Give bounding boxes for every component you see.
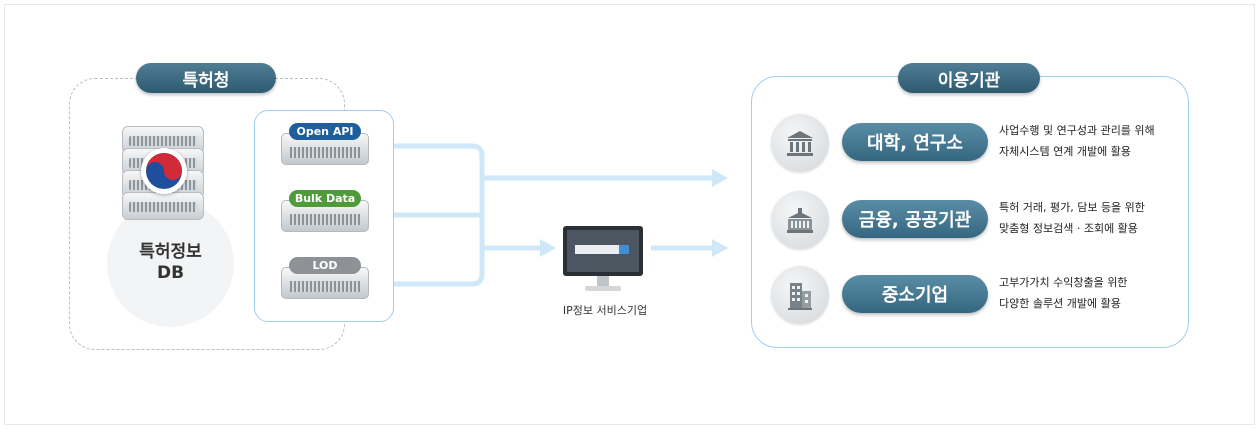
user-name-finance: 금융, 공공기관 bbox=[842, 200, 988, 238]
user-row-finance: 금융, 공공기관 특허 거래, 평가, 담보 등을 위한 맞춤형 정보검색 · … bbox=[771, 191, 1171, 253]
api-tag-open-api: Open API bbox=[289, 123, 361, 140]
desc-line: 사업수행 및 연구성과 관리를 위해 bbox=[999, 124, 1155, 137]
user-name-university: 대학, 연구소 bbox=[842, 123, 988, 161]
public-building-icon bbox=[771, 191, 829, 249]
arrowhead-top bbox=[712, 169, 728, 187]
user-row-university: 대학, 연구소 사업수행 및 연구성과 관리를 위해 자체시스템 연계 개발에 … bbox=[771, 114, 1171, 176]
desc-line: 고부가가치 수익창출을 위한 bbox=[999, 276, 1128, 289]
monitor-icon bbox=[561, 224, 645, 296]
api-tag-lod: LOD bbox=[289, 257, 361, 274]
service-company-label: IP정보 서비스기업 bbox=[562, 304, 648, 317]
office-building-icon bbox=[771, 266, 829, 324]
desc-line: 맞춤형 정보검색 · 조회에 활용 bbox=[999, 222, 1138, 235]
diagram-frame bbox=[4, 4, 1255, 425]
kipo-title: 특허청 bbox=[136, 63, 276, 93]
arrowhead-service bbox=[540, 239, 556, 257]
arrowhead-bottom bbox=[712, 239, 728, 257]
desc-line: 다양한 솔루션 개발에 활용 bbox=[999, 297, 1121, 310]
user-desc-finance: 특허 거래, 평가, 담보 등을 위한 맞춤형 정보검색 · 조회에 활용 bbox=[999, 197, 1179, 239]
taegeuk-emblem-icon bbox=[141, 148, 187, 194]
db-label-line1: 특허정보 bbox=[139, 242, 202, 262]
db-label-line2: DB bbox=[156, 263, 185, 283]
user-desc-sme: 고부가가치 수익창출을 위한 다양한 솔루션 개발에 활용 bbox=[999, 272, 1179, 314]
users-title: 이용기관 bbox=[898, 63, 1040, 93]
desc-line: 특허 거래, 평가, 담보 등을 위한 bbox=[999, 201, 1145, 214]
user-name-sme: 중소기업 bbox=[842, 275, 988, 313]
university-icon bbox=[771, 114, 829, 172]
user-row-sme: 중소기업 고부가가치 수익창출을 위한 다양한 솔루션 개발에 활용 bbox=[771, 266, 1171, 328]
user-desc-university: 사업수행 및 연구성과 관리를 위해 자체시스템 연계 개발에 활용 bbox=[999, 120, 1179, 162]
db-label: 특허정보 DB bbox=[107, 242, 234, 284]
api-tag-bulk-data: Bulk Data bbox=[289, 190, 361, 207]
db-backdrop bbox=[107, 200, 234, 327]
desc-line: 자체시스템 연계 개발에 활용 bbox=[999, 145, 1131, 158]
